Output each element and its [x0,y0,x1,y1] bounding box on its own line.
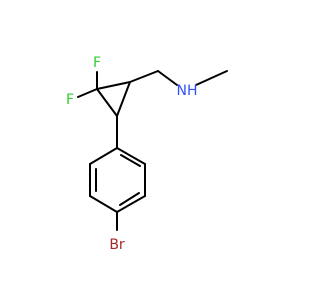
atom-label-bromine: Br [109,237,125,253]
molecule-structure-diagram: F F NH Br [0,0,300,300]
background [0,0,300,300]
bond-cf2-c1 [96,81,131,90]
bond-ring-4 [89,195,118,213]
bond-ring-1 [116,147,146,165]
bond-ring-6 [89,147,118,165]
atom-label-fluorine-left: F [66,92,74,108]
bond-ch2-n [157,70,178,86]
atom-labels: F F NH Br [66,55,198,253]
bond-c3-cf2 [96,88,118,117]
bond-ring-double-1 [120,154,141,167]
bond-c1-c3 [116,81,131,117]
bond-c1-ch2 [129,70,159,83]
bond-ring-double-2 [119,192,140,206]
bond-ring-3 [116,195,146,213]
atom-label-nitrogen: NH [177,83,198,99]
bond-lines [77,70,228,231]
bond-c-f-left [77,88,98,98]
atom-label-fluorine-top: F [93,55,101,71]
bond-n-ch3 [195,70,228,86]
